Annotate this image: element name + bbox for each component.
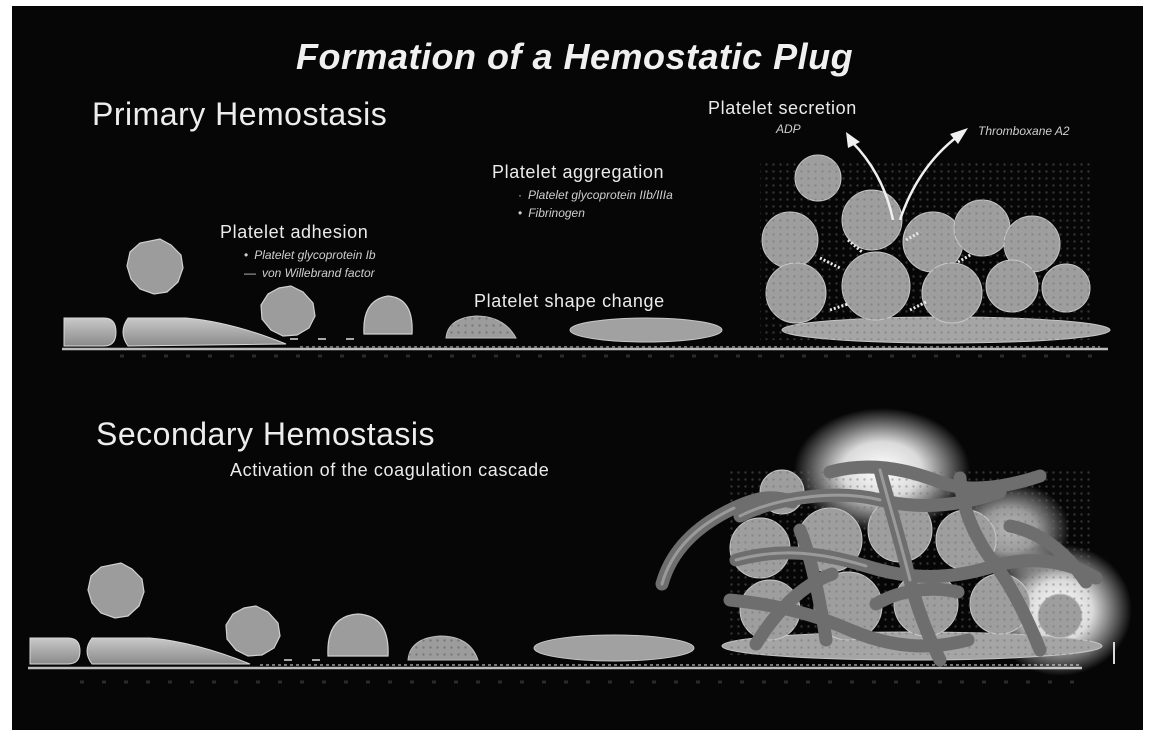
platelet-adhering [226,606,280,656]
platelet-adhering [261,286,315,336]
adp-label: ADP [776,122,801,136]
vwf-text: von Willebrand factor [262,266,375,280]
endothelial-cell [123,318,286,346]
endothelial-cell [30,638,80,664]
platelet-granules [408,636,478,660]
platelet-aggregate [760,155,1110,343]
bullet: — [244,266,256,280]
bullet: • [244,248,248,262]
vwf-item: — von Willebrand factor [244,266,375,280]
bullet: • [518,206,522,220]
platelet-granules [446,316,516,338]
platelet-spread [534,635,694,661]
platelet-adhered [328,614,388,656]
platelet-spread [570,318,722,342]
endothelial-cell [87,638,250,664]
gp-ib-item: • Platelet glycoprotein Ib [244,248,376,262]
fibrinogen-item: • Fibrinogen [518,206,585,220]
platelet-shape-change-label: Platelet shape change [474,291,665,312]
platelet-resting [127,239,183,294]
platelet-adhered [364,296,412,334]
gp-iib-iiia-text: Platelet glycoprotein IIb/IIIa [528,188,673,202]
bullet: · [518,188,522,202]
platelet-resting [88,563,144,618]
diagram-title: Formation of a Hemostatic Plug [296,36,853,78]
gp-ib-text: Platelet glycoprotein Ib [254,248,375,262]
platelet-secretion-label: Platelet secretion [708,98,857,119]
secondary-hemostasis-heading: Secondary Hemostasis [96,416,435,453]
thromboxane-label: Thromboxane A2 [978,124,1070,138]
fibrinogen-text: Fibrinogen [528,206,585,220]
platelet-aggregation-label: Platelet aggregation [492,162,664,183]
gp-iib-iiia-item: · Platelet glycoprotein IIb/IIIa [518,188,673,202]
platelet-adhesion-label: Platelet adhesion [220,222,368,243]
endothelial-cell [64,318,116,346]
primary-hemostasis-heading: Primary Hemostasis [92,96,387,133]
adp-arrowhead [846,132,860,148]
coagulation-cascade-label: Activation of the coagulation cascade [230,460,549,481]
